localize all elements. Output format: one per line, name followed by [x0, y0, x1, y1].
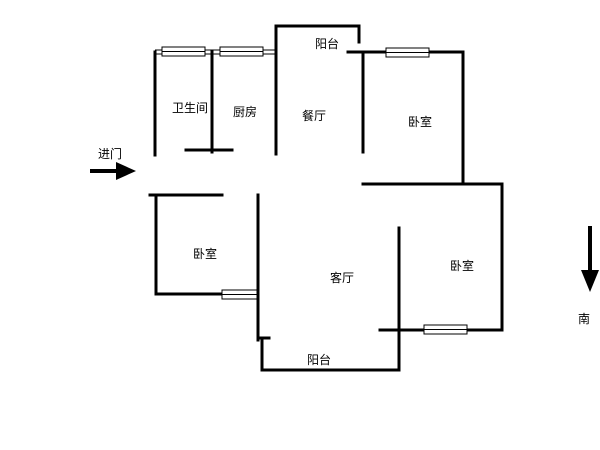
south-arrow: [581, 226, 599, 292]
room-label-living: 客厅: [330, 271, 355, 285]
room-label-bedroom-w: 卧室: [193, 247, 218, 261]
compass-south-label: 南: [578, 312, 591, 326]
room-label-bedroom-ne: 卧室: [408, 115, 433, 129]
room-label-kitchen: 厨房: [233, 105, 258, 119]
room-label-dining: 餐厅: [302, 109, 327, 123]
room-label-balcony-bottom: 阳台: [307, 353, 332, 367]
window: [385, 47, 430, 58]
walls: [148, 24, 504, 372]
room-label-bedroom-se: 卧室: [450, 259, 475, 273]
window: [155, 46, 276, 57]
window: [221, 289, 258, 300]
entrance-label: 进门: [98, 147, 123, 161]
room-label-bathroom: 卫生间: [172, 101, 209, 115]
room-label-balcony-top: 阳台: [315, 37, 340, 51]
windows: [155, 46, 468, 335]
window: [423, 324, 468, 335]
entrance-arrow: [90, 162, 136, 180]
